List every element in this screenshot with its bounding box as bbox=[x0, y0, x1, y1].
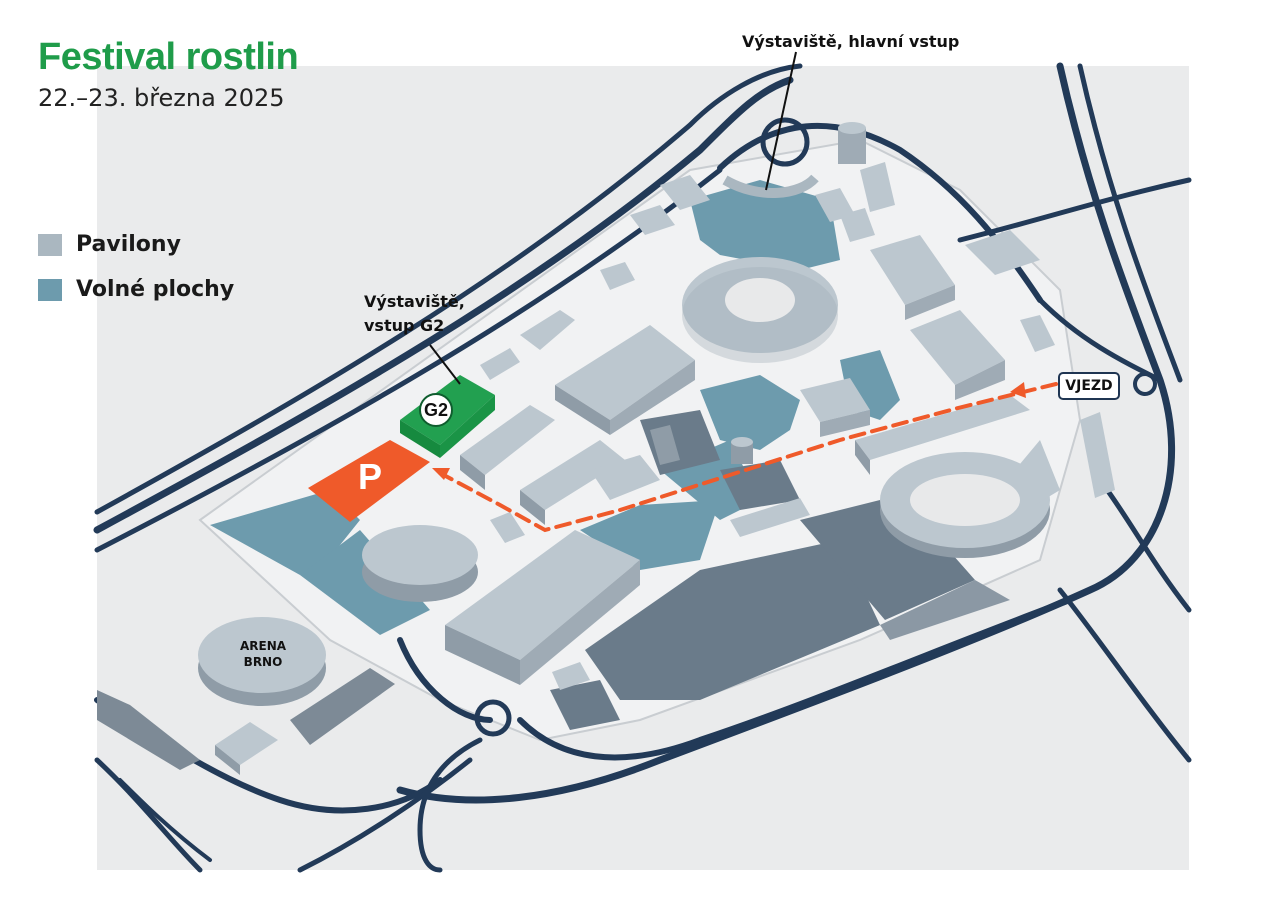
arena-brno-label: ARENA BRNO bbox=[228, 638, 298, 670]
legend-swatch-volne-plochy bbox=[38, 278, 62, 301]
event-date: 22.–23. března 2025 bbox=[38, 84, 285, 112]
pavilions-dark bbox=[97, 410, 1010, 770]
page-title: Festival rostlin bbox=[38, 36, 299, 78]
open-areas bbox=[210, 180, 900, 635]
gate-g2-label: Výstaviště, vstup G2 bbox=[364, 290, 465, 338]
gate-g2-label-line2: vstup G2 bbox=[364, 316, 445, 335]
gate-g2-label-line1: Výstaviště, bbox=[364, 292, 465, 311]
gate-g2-leader bbox=[429, 344, 461, 385]
parking-label: P bbox=[358, 456, 383, 497]
legend-label: Pavilony bbox=[76, 232, 181, 257]
legend-item-pavilony: Pavilony bbox=[38, 232, 234, 257]
parking-icon[interactable] bbox=[308, 440, 430, 522]
main-entrance-label: Výstaviště, hlavní vstup bbox=[742, 32, 960, 51]
route-arrow-icon bbox=[432, 382, 1058, 533]
legend: Pavilony Volné plochy bbox=[38, 232, 234, 322]
legend-item-volne-plochy: Volné plochy bbox=[38, 277, 234, 302]
vjezd-sign: VJEZD bbox=[1058, 372, 1120, 400]
pavilions-light bbox=[198, 122, 1115, 775]
arena-label-line2: BRNO bbox=[243, 655, 283, 669]
main-entrance-leader bbox=[765, 51, 797, 191]
gate-g2-icon[interactable]: G2 bbox=[419, 393, 453, 427]
arena-label-line1: ARENA bbox=[239, 639, 287, 653]
legend-label: Volné plochy bbox=[76, 277, 235, 302]
legend-swatch-pavilony bbox=[38, 233, 62, 256]
main-entrance-arc bbox=[722, 174, 819, 198]
